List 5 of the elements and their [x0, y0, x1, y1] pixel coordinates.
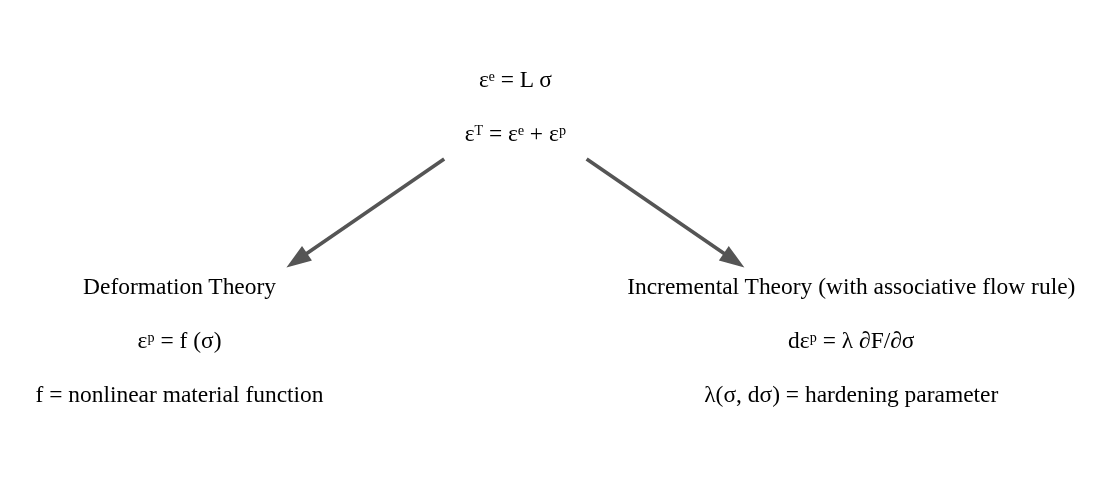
node-text: Incremental Theory (with associative flow rule) dεᵖ = λ ∂F/∂σ λ(σ, dσ) = hardening parameter [627, 272, 1076, 407]
node-text: Deformation Theory εᵖ = f (σ) f = nonlinear material function [35, 272, 324, 407]
arrow [286, 156, 446, 267]
arrow [585, 156, 745, 267]
node-text: εᵉ = L σ εᵀ = εᵉ + εᵖ [464, 65, 567, 146]
